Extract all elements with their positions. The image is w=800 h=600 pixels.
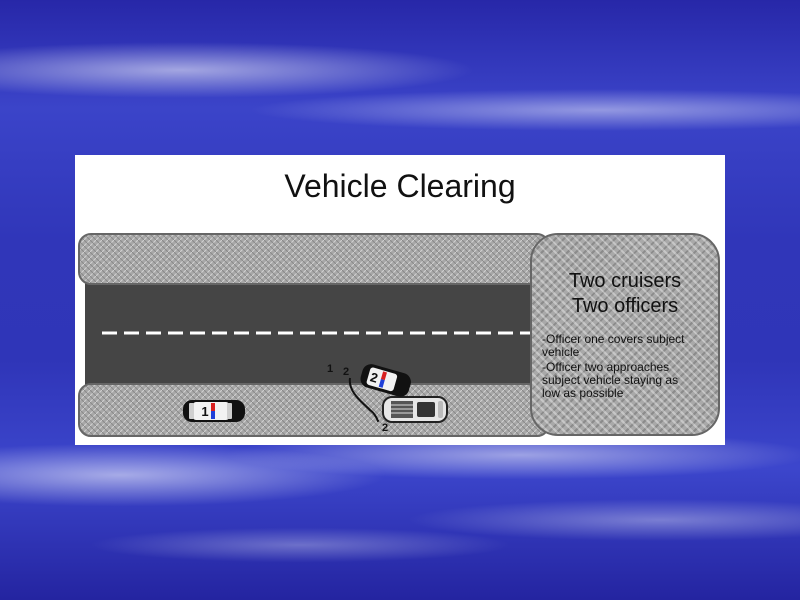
officer-two-start-marker: 2	[343, 366, 349, 378]
info-note1-line1: -Officer one covers subject	[542, 332, 685, 346]
subject-vehicle	[382, 396, 448, 423]
info-note2-line3: low as possible	[542, 386, 624, 400]
info-note2-line2: subject vehicle staying as	[542, 373, 679, 387]
cruiser-1-number: 1	[201, 404, 208, 419]
info-box: Two cruisers Two officers -Officer one c…	[530, 233, 720, 436]
police-cruiser-1: 1	[183, 400, 245, 422]
cruiser-2-number: 2	[369, 369, 380, 385]
top-curb	[78, 233, 550, 285]
police-cruiser-2: 2	[360, 364, 411, 397]
officer-one-marker: 1	[327, 363, 333, 375]
info-note2-line1: -Officer two approaches	[542, 360, 670, 374]
info-heading-line2: Two officers	[571, 295, 679, 317]
bottom-curb	[78, 383, 550, 437]
officer-path	[348, 377, 379, 422]
info-heading-line1: Two cruisers	[568, 270, 682, 292]
page-title: Vehicle Clearing	[284, 168, 516, 204]
officer-two-end-marker: 2	[382, 422, 388, 434]
info-note1-line2: vehicle	[542, 345, 580, 359]
